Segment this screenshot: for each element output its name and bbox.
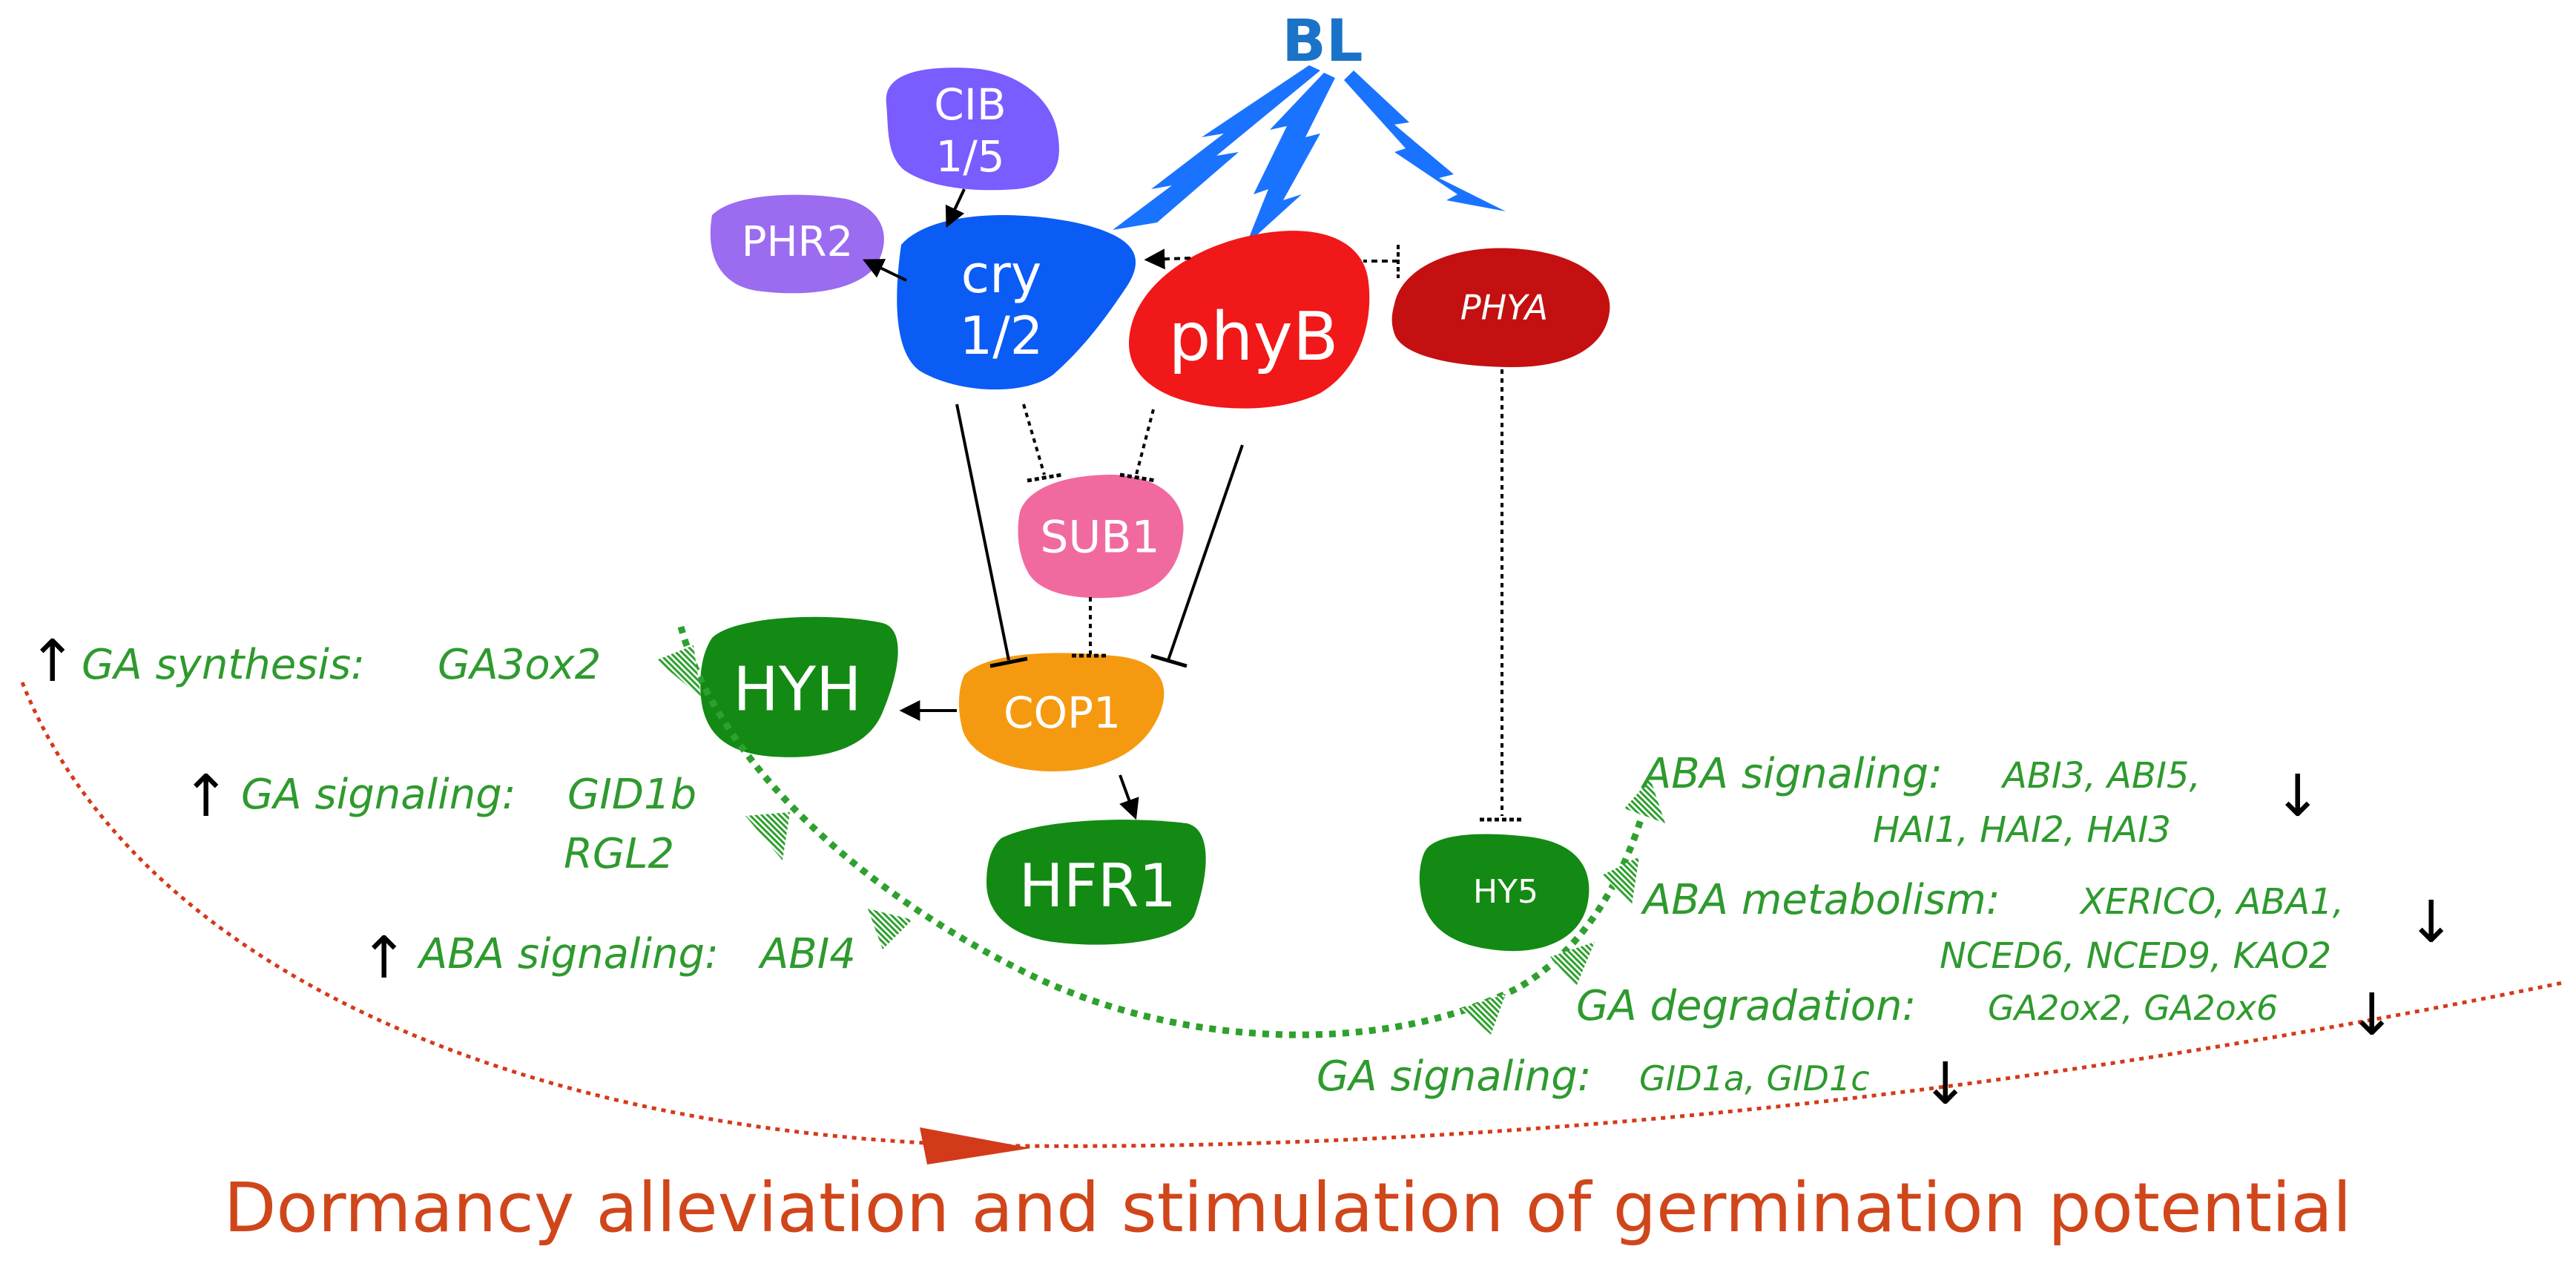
hatch-arrow-7 xyxy=(1624,779,1665,823)
up-arrow-ga-synthesis: ↑ xyxy=(28,628,76,695)
hatch-arrow-2 xyxy=(745,812,790,860)
hatch-arrow-6 xyxy=(1602,857,1639,905)
edge-cry-inhibits-cop1-bar xyxy=(989,656,1028,668)
sub1-node: SUB1 xyxy=(1018,475,1184,599)
effect-genes-ga-synthesis: GA3ox2 xyxy=(438,641,601,689)
left-effects: ↑ GA synthesis: GA3ox2 ↑ GA signaling: G… xyxy=(28,628,856,992)
red-dotted-curve xyxy=(20,682,2563,1148)
effect-genes-aba-metabolism: XERICO, ABA1, xyxy=(2078,881,2344,923)
effect-category-ga-degradation: GA degradation: xyxy=(1576,982,1916,1030)
effect-genes-ga-degradation: GA2ox2, GA2ox6 xyxy=(1988,988,2278,1028)
edge-cry-to-phr2 xyxy=(862,259,907,282)
hatch-arrow-3 xyxy=(868,909,912,949)
edge-phyB-inhibits-sub1 xyxy=(1135,409,1155,475)
edge-phyB-to-cry xyxy=(1144,248,1191,270)
down-arrow-ga-signaling: ↓ xyxy=(1921,1051,1969,1118)
effect-category-ga-signaling-right: GA signaling: xyxy=(1317,1052,1592,1101)
hatch-arrow-1 xyxy=(656,645,701,697)
cry-node: cry 1/2 xyxy=(897,215,1136,390)
bl-bolt-to-cry xyxy=(1113,65,1320,230)
down-arrow-aba-metabolism: ↓ xyxy=(2407,889,2455,956)
effect-category-ga-synthesis: GA synthesis: xyxy=(82,641,365,689)
effect-genes-aba-signaling-left: ABI4 xyxy=(758,930,856,978)
hy5-node: HY5 xyxy=(1419,834,1590,952)
effect-ga-signaling-left: ↑ GA signaling: GID1b RGL2 xyxy=(182,763,696,878)
phyA-node: PHYA xyxy=(1391,248,1610,367)
effect-aba-signaling-right: ABA signaling: ABI3, ABI5, HAI1, HAI2, H… xyxy=(1641,750,2322,851)
hfr1-label: HFR1 xyxy=(1019,851,1177,920)
hatch-arrow-4 xyxy=(1461,994,1506,1035)
phr2-label: PHR2 xyxy=(742,218,853,266)
edge-cib-to-cry xyxy=(945,188,966,228)
edge-cry-inhibits-cop1 xyxy=(955,403,1010,661)
red-arrowhead xyxy=(920,1127,1031,1164)
effect-genes2-aba-metabolism: NCED6, NCED9, KAO2 xyxy=(1940,935,2331,977)
outcome-curve xyxy=(20,682,2563,1164)
effect-genes2-ga-signaling-left: RGL2 xyxy=(564,830,674,878)
effect-category-ga-signaling-left: GA signaling: xyxy=(241,771,516,819)
effect-category-aba-signaling-right: ABA signaling: xyxy=(1641,750,1943,798)
germination-arc xyxy=(656,625,1665,1038)
cry-label-line2: 1/2 xyxy=(960,306,1044,366)
cib-node: CIB 1/5 xyxy=(886,67,1059,191)
hatch-arrow-5 xyxy=(1550,942,1595,986)
phyA-label: PHYA xyxy=(1460,288,1548,328)
cop1-label: COP1 xyxy=(1004,688,1121,738)
effect-ga-signaling-right: GA signaling: GID1a, GID1c ↓ xyxy=(1317,1051,1969,1118)
bl-label: BL xyxy=(1282,8,1363,75)
edge-cry-inhibits-sub1-bar xyxy=(1027,472,1063,483)
down-arrow-aba-signaling: ↓ xyxy=(2273,763,2322,830)
blue-light-bolts xyxy=(1113,65,1506,245)
edge-phyB-inhibits-cop1 xyxy=(1167,444,1244,661)
hyh-node: HYH xyxy=(700,616,898,757)
effect-aba-metabolism: ABA metabolism: XERICO, ABA1, NCED6, NCE… xyxy=(1641,876,2455,977)
hfr1-node: HFR1 xyxy=(986,820,1206,945)
sub1-label: SUB1 xyxy=(1040,512,1159,564)
right-effects: ABA signaling: ABI3, ABI5, HAI1, HAI2, H… xyxy=(1317,750,2455,1118)
effect-genes-aba-signaling-right: ABI3, ABI5, xyxy=(2000,755,2201,797)
edge-cop1-to-hfr1 xyxy=(1119,774,1139,820)
cib-label-line1: CIB xyxy=(934,79,1006,130)
phyB-label: phyB xyxy=(1168,298,1338,376)
down-arrow-ga-degradation: ↓ xyxy=(2348,982,2396,1049)
edge-cry-inhibits-sub1 xyxy=(1022,403,1046,475)
interaction-edges xyxy=(862,188,1524,822)
cop1-node: COP1 xyxy=(958,653,1165,771)
effect-ga-synthesis: ↑ GA synthesis: GA3ox2 xyxy=(28,628,601,695)
effect-aba-signaling-left: ↑ ABA signaling: ABI4 xyxy=(360,925,856,992)
effect-category-aba-metabolism: ABA metabolism: xyxy=(1641,876,2000,924)
bl-bolt-to-phyB xyxy=(1246,73,1335,245)
effect-ga-degradation: GA degradation: GA2ox2, GA2ox6 ↓ xyxy=(1576,982,2396,1049)
cib-label-line2: 1/5 xyxy=(935,131,1004,182)
outcome-title: Dormancy alleviation and stimulation of … xyxy=(224,1168,2352,1248)
effect-genes-ga-signaling-left: GID1b xyxy=(567,771,696,819)
up-arrow-ga-signaling: ↑ xyxy=(182,763,230,830)
bl-bolt-to-phyA xyxy=(1344,70,1506,211)
up-arrow-aba-signaling: ↑ xyxy=(360,925,408,992)
hy5-label: HY5 xyxy=(1473,873,1538,911)
effect-category-aba-signaling-left: ABA signaling: xyxy=(417,930,719,978)
phr2-node: PHR2 xyxy=(710,194,884,294)
phyB-node: phyB xyxy=(1129,231,1370,409)
edge-phyB-inhibits-cop1-bar xyxy=(1150,653,1187,668)
cry-label-line1: cry xyxy=(961,244,1042,305)
effect-genes-ga-signaling-right: GID1a, GID1c xyxy=(1639,1058,1870,1098)
edge-phyB-inhibits-sub1-bar xyxy=(1119,472,1156,483)
hyh-label: HYH xyxy=(733,654,861,725)
green-dotted-arc xyxy=(677,625,1654,1038)
effect-genes2-aba-signaling-right: HAI1, HAI2, HAI3 xyxy=(1873,809,2171,851)
